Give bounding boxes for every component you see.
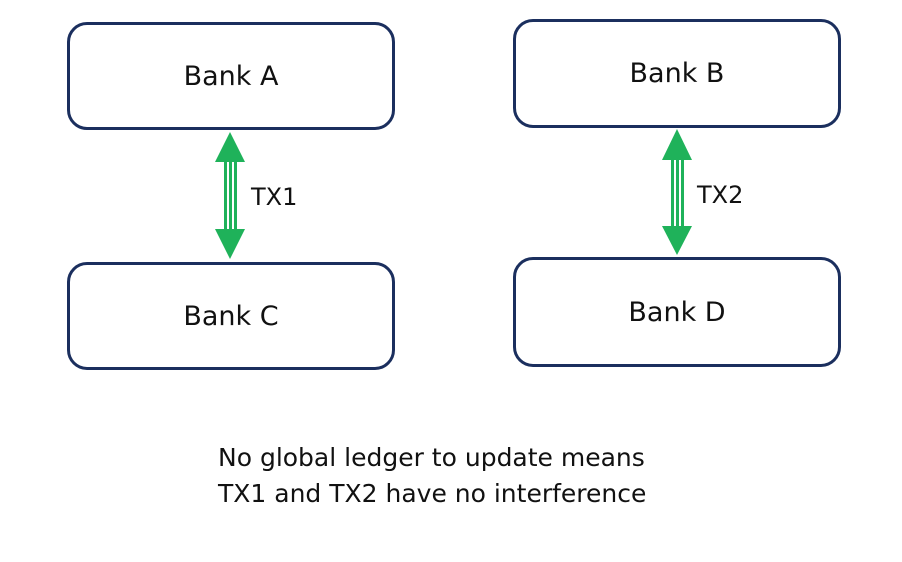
tx2-label: TX2 [697,181,744,209]
bank-c-node: Bank C [67,262,395,370]
caption-line-2: TX1 and TX2 have no interference [218,479,647,508]
tx2-shaft-mid [676,158,679,228]
bank-c-label: Bank C [183,300,279,332]
bank-a-node: Bank A [67,22,395,130]
tx2-arrowhead-up [662,129,692,160]
caption: No global ledger to update means TX1 and… [218,440,646,512]
tx2-arrowhead-down [662,226,692,255]
tx1-arrowhead-down [215,229,245,259]
bank-b-node: Bank B [513,19,841,128]
tx1-arrowhead-up [215,132,245,162]
tx1-shaft-right [234,160,237,231]
tx1-shaft-mid [229,160,232,231]
tx2-shaft-left [671,158,674,228]
tx2-shaft-right [681,158,684,228]
bank-d-node: Bank D [513,257,841,367]
bank-b-label: Bank B [629,58,725,89]
tx1-double-arrow [215,132,245,259]
caption-line-1: No global ledger to update means [218,443,645,472]
tx2-double-arrow [662,129,692,255]
bank-a-label: Bank A [183,60,279,92]
tx1-label: TX1 [251,183,298,211]
bank-d-label: Bank D [628,296,726,328]
tx1-shaft-left [224,160,227,231]
